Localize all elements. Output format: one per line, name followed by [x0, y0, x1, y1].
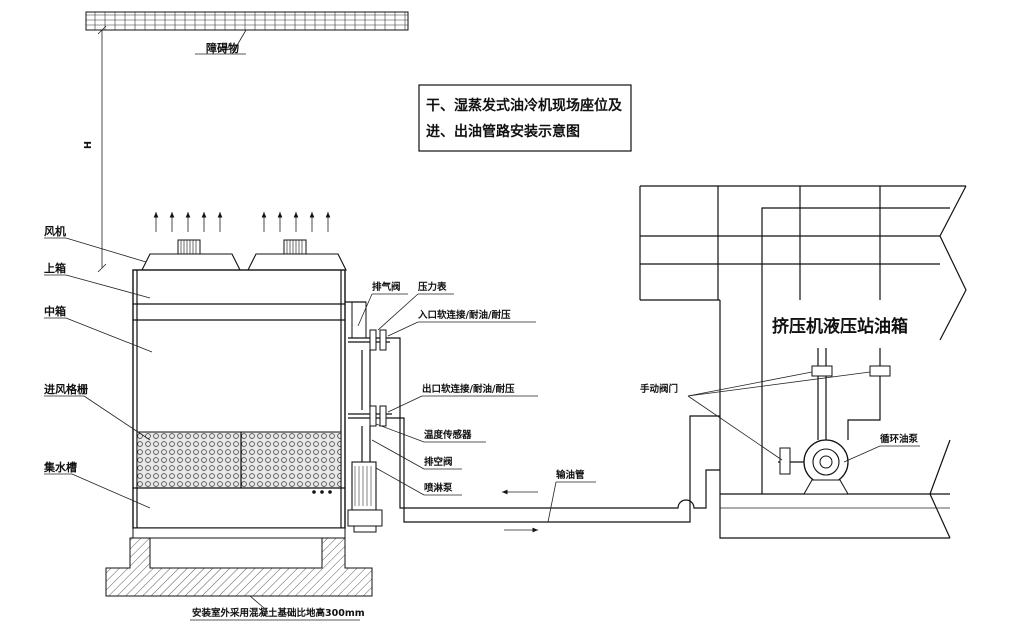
foundation — [105, 527, 373, 597]
obstacle-wall — [85, 11, 409, 31]
outlet-hose-label: 出口软连接/耐油/耐压 — [422, 383, 515, 395]
inlet-hose-label: 入口软连接/耐油/耐压 — [417, 309, 511, 321]
hydraulic-station — [639, 185, 967, 539]
manual-valve-label: 手动阀门 — [640, 383, 678, 395]
left-labels: 风机 上箱 中箱 进风格栅 集水槽 — [43, 224, 153, 509]
obstacle-label: 障碍物 — [206, 41, 239, 55]
airflow-arrows — [153, 212, 331, 232]
inlet-grille-label: 进风格栅 — [44, 382, 88, 396]
oil-pipe-label: 输油管 — [556, 469, 585, 481]
pipe-labels: 排气阀 压力表 入口软连接/耐油/耐压 出口软连接/耐油/耐压 温度传感器 排空… — [357, 281, 538, 496]
fan-label: 风机 — [44, 224, 66, 238]
circ-pump-label: 循环油泵 — [880, 433, 919, 445]
height-mark: H — [83, 141, 94, 149]
upper-box-label: 上箱 — [44, 261, 66, 275]
manual-valve-leaders — [687, 371, 871, 461]
manual-valves — [779, 365, 891, 475]
temp-sensor-label: 温度传感器 — [424, 429, 472, 441]
title-line-2: 进、出油管路安装示意图 — [426, 123, 580, 140]
height-dimension — [97, 25, 107, 273]
circulation-pump — [778, 348, 881, 495]
title-line-1: 干、湿蒸发式油冷机现场座位及 — [426, 97, 623, 114]
fan-units — [141, 239, 347, 271]
cooler-body — [132, 269, 346, 529]
cooler-piping — [345, 301, 392, 533]
tank-name: 挤压机液压站油箱 — [772, 316, 908, 337]
title-box: 干、湿蒸发式油冷机现场座位及 进、出油管路安装示意图 — [418, 84, 632, 152]
middle-box-label: 中箱 — [44, 304, 66, 318]
spray-pump-label: 喷淋泵 — [424, 482, 453, 494]
foundation-note: 安装室外采用混凝土基础比地高300mm — [192, 607, 365, 619]
vent-valve-label: 排气阀 — [372, 281, 401, 293]
oil-pipeline — [390, 337, 720, 533]
drain-valve-label: 排空阀 — [424, 456, 453, 468]
water-tank-label: 集水槽 — [43, 460, 77, 474]
pressure-gauge-label: 压力表 — [418, 281, 447, 293]
